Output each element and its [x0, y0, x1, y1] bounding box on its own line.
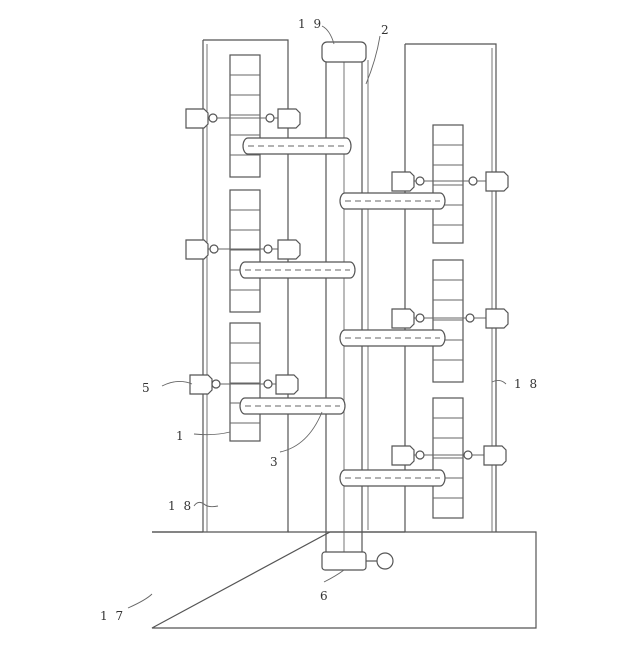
leader-frame-left	[194, 502, 218, 506]
leader-arm	[280, 412, 322, 452]
top-cap	[322, 42, 366, 62]
left-clamp-1	[186, 109, 300, 128]
right-stack-mid	[433, 260, 463, 382]
right-stack-bottom	[433, 398, 463, 518]
right-clamp-3	[392, 446, 506, 465]
arm-right-2	[340, 330, 445, 346]
left-stack-mid	[230, 190, 260, 312]
drive-motor	[377, 553, 393, 569]
leader-base	[128, 594, 152, 608]
leader-top-cap	[322, 26, 334, 44]
label-stack-unit: 1	[176, 429, 186, 443]
label-central-shaft: 2	[381, 23, 391, 37]
left-stack-top	[230, 55, 260, 177]
label-clamp: 5	[142, 381, 152, 395]
label-arm: 3	[270, 455, 280, 469]
leader-bottom-drive	[324, 570, 344, 582]
leader-clamp	[162, 381, 192, 386]
left-stack-bottom	[230, 323, 260, 441]
arm-left-3	[240, 398, 345, 414]
arm-right-3	[340, 470, 445, 486]
arm-left-2	[240, 262, 355, 278]
right-stack-top	[433, 125, 463, 243]
bottom-drive-block	[322, 552, 366, 570]
arm-right-1	[340, 193, 445, 209]
leader-frame-right	[492, 380, 506, 384]
label-bottom-drive: 6	[320, 589, 330, 603]
left-frame	[152, 40, 288, 532]
right-clamp-2	[392, 309, 508, 328]
label-top-cap: 1 9	[298, 17, 323, 31]
arm-left-1	[243, 138, 351, 154]
leader-stack-unit	[194, 432, 230, 435]
label-base: 1 7	[100, 609, 125, 623]
label-frame-left: 1 8	[168, 499, 193, 513]
left-clamp-3	[190, 375, 298, 394]
right-clamp-1	[392, 172, 508, 191]
label-frame-right: 1 8	[514, 377, 539, 391]
left-clamp-2	[186, 240, 300, 259]
